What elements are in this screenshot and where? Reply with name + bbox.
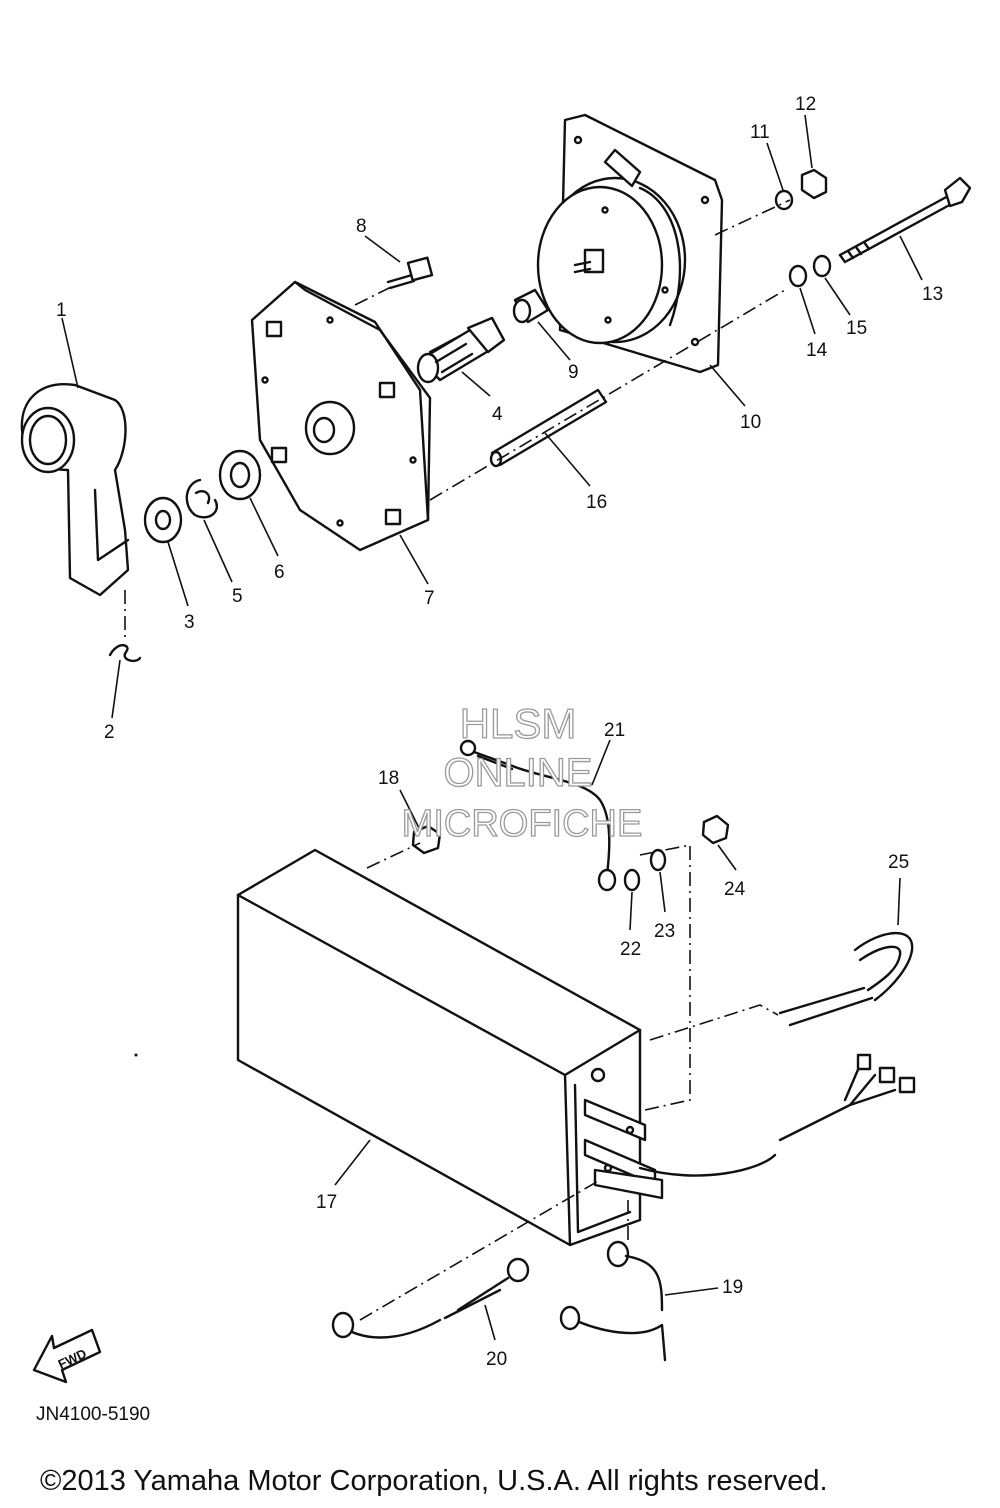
part-19-cable [559, 1240, 667, 1362]
watermark: HLSM ONLINE MICROFICHE [401, 699, 643, 845]
part-25-hose [778, 931, 914, 1027]
watermark-line-2: ONLINE [444, 751, 593, 795]
callout-23: 23 [654, 921, 675, 942]
part-9-sleeve [512, 288, 550, 324]
part-6-washer [218, 449, 262, 501]
part-21-cable [459, 739, 617, 892]
part-17-box [236, 848, 664, 1247]
callout-13: 13 [922, 284, 943, 305]
part-22-washer [623, 868, 641, 892]
part-8-bolt [386, 256, 434, 290]
dot-mark [134, 1053, 138, 1057]
callout-3: 3 [184, 612, 195, 633]
callout-5: 5 [232, 586, 243, 607]
callout-12: 12 [795, 94, 816, 115]
callout-10: 10 [740, 412, 761, 433]
callout-2: 2 [104, 722, 115, 743]
watermark-line-3: MICROFICHE [402, 803, 643, 845]
callout-1: 1 [56, 300, 67, 321]
callout-14: 14 [806, 340, 828, 361]
callout-15: 15 [846, 318, 867, 339]
callout-17: 17 [316, 1192, 337, 1213]
callout-22: 22 [620, 939, 641, 960]
callout-9: 9 [568, 362, 579, 383]
part-24-nut [701, 814, 730, 845]
diagram-code: JN4100-5190 [36, 1404, 151, 1425]
callout-labels: 1 2 3 4 5 6 7 8 9 10 11 12 13 14 15 16 1… [56, 94, 943, 1370]
assembly-lines [124, 199, 791, 1321]
callout-8: 8 [356, 216, 367, 237]
part-7-plate [250, 280, 432, 552]
part-2-clip [108, 644, 142, 663]
part-5-circlip [185, 478, 218, 519]
part-20-cable [331, 1257, 530, 1339]
callout-25: 25 [888, 852, 909, 873]
wire-harness [638, 1053, 916, 1177]
callout-16: 16 [586, 492, 607, 513]
copyright-notice: ©2013 Yamaha Motor Corporation, U.S.A. A… [40, 1465, 828, 1497]
watermark-line-1: HLSM [460, 700, 577, 747]
part-23-washer [649, 848, 667, 872]
callout-24: 24 [724, 879, 746, 900]
part-12-nut [800, 168, 828, 200]
part-1-handle [20, 383, 130, 597]
callout-7: 7 [424, 588, 435, 609]
part-3-washer [143, 496, 183, 544]
part-15-washer [812, 254, 832, 278]
callout-11: 11 [750, 122, 770, 143]
part-13-bolt [838, 176, 972, 264]
callout-4: 4 [492, 404, 503, 425]
leader-lines [61, 114, 923, 1341]
part-4-switch [416, 316, 506, 384]
part-18-nut [411, 824, 442, 855]
part-14-washer [788, 264, 808, 288]
callout-6: 6 [274, 562, 285, 583]
callout-21: 21 [604, 720, 625, 741]
callout-20: 20 [486, 1349, 507, 1370]
fwd-arrow: FWD [32, 1328, 102, 1384]
part-10-motor [536, 113, 724, 374]
callout-18: 18 [378, 768, 399, 789]
callout-19: 19 [722, 1277, 743, 1298]
